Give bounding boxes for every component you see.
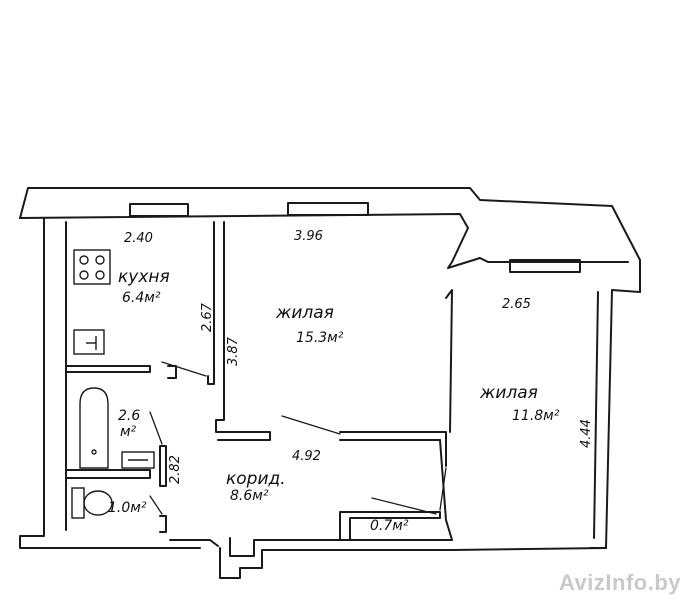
south-wall: [219, 547, 607, 579]
outer-walls: [19, 187, 641, 579]
washbasin-icon: [121, 451, 155, 469]
kitchen-south-wall-b: [167, 365, 177, 379]
bathroom-area-unit: м²: [120, 424, 137, 440]
closet-wall: [339, 511, 441, 541]
dim-bath-depth: 2.82: [168, 455, 183, 484]
interior-walls: [65, 221, 453, 541]
large-room-south-wall: [339, 431, 447, 467]
toilet-icon: [71, 487, 113, 519]
closet-area: 0.7м²: [370, 518, 409, 534]
large-room-name: жилая: [275, 303, 334, 323]
door-kitchen: [161, 361, 207, 377]
east-wall-inner: [593, 291, 599, 539]
kitchen-area: 6.4м²: [122, 290, 161, 306]
toilet-east-wall: [159, 515, 167, 533]
door-bath: [149, 411, 163, 445]
dim-kitchen-depth: 2.67: [200, 302, 215, 332]
windows: [129, 202, 581, 273]
bath-east-wall: [159, 445, 167, 487]
corridor-area: 8.6м²: [230, 488, 269, 504]
kitchen-south-wall: [65, 365, 151, 373]
dim-corridor-length: 4.92: [292, 449, 321, 464]
door-large-room: [281, 415, 341, 435]
large-room-area: 15.3м²: [296, 330, 344, 346]
toilet-area: 1.0м²: [108, 500, 147, 516]
dim-small-room-depth: 4.44: [579, 419, 594, 448]
watermark: AvizInfo.by: [558, 570, 681, 595]
dim-large-room-depth: 3.87: [226, 336, 241, 366]
door-closet: [371, 497, 437, 515]
small-room-area: 11.8м²: [512, 408, 560, 424]
kitchen-name: кухня: [118, 267, 170, 287]
north-wall-outer: [19, 187, 641, 293]
small-room-west-wall: [445, 289, 453, 433]
window-large-room: [287, 202, 369, 216]
west-wall: [19, 217, 201, 549]
bathtub-icon: [79, 387, 109, 469]
door-small-room: [439, 467, 447, 511]
dim-kitchen-width: 2.40: [124, 231, 153, 246]
south-wall-step: [229, 537, 453, 557]
corridor-name: корид.: [226, 469, 286, 489]
kitchen-east-wall: [207, 221, 215, 385]
large-room-west-wall: [215, 221, 271, 441]
toilet-north-wall: [65, 469, 151, 479]
window-kitchen: [129, 203, 189, 217]
south-wall-inner: [169, 539, 219, 547]
stove-icon: [73, 249, 111, 285]
kitchen-sink-icon: [73, 329, 105, 355]
dim-small-room-width: 2.65: [502, 297, 531, 312]
doors: [149, 361, 447, 515]
small-room-west-wall-b: [439, 439, 453, 541]
small-room-name: жилая: [479, 383, 538, 403]
north-wall-inner: [19, 213, 629, 269]
window-small-room: [509, 259, 581, 273]
bathroom-area: 2.6: [118, 408, 140, 424]
door-toilet: [149, 495, 163, 515]
dim-large-room-width: 3.96: [294, 229, 323, 244]
